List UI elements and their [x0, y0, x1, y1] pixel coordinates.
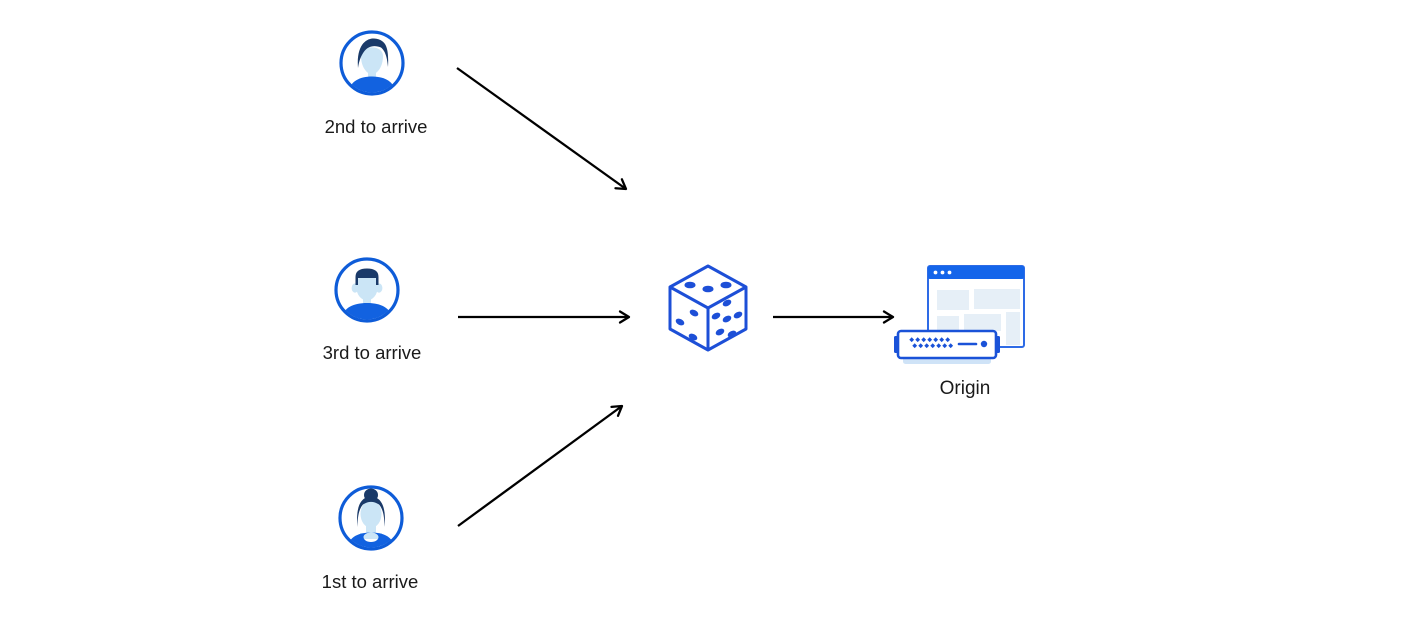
origin-label: Origin: [939, 378, 991, 399]
arrow-client-first-to-dice: [457, 404, 624, 527]
man-swoosh-hair-avatar-icon: [339, 30, 405, 96]
origin-server-browser-icon: [894, 265, 1025, 364]
man-flattop-hair-avatar-icon: [334, 257, 400, 323]
server-led-dot: [980, 340, 988, 348]
dice-icon: [668, 264, 748, 352]
server-icon: [894, 329, 1000, 364]
woman-bun-hair-avatar-icon: [338, 485, 404, 551]
client-third-label: 3rd to arrive: [322, 342, 422, 363]
arrow-client-second-to-dice: [456, 67, 628, 191]
browser-window-icon: [927, 265, 1025, 348]
client-second-label: 2nd to arrive: [324, 116, 428, 137]
client-first-label: 1st to arrive: [321, 571, 419, 592]
